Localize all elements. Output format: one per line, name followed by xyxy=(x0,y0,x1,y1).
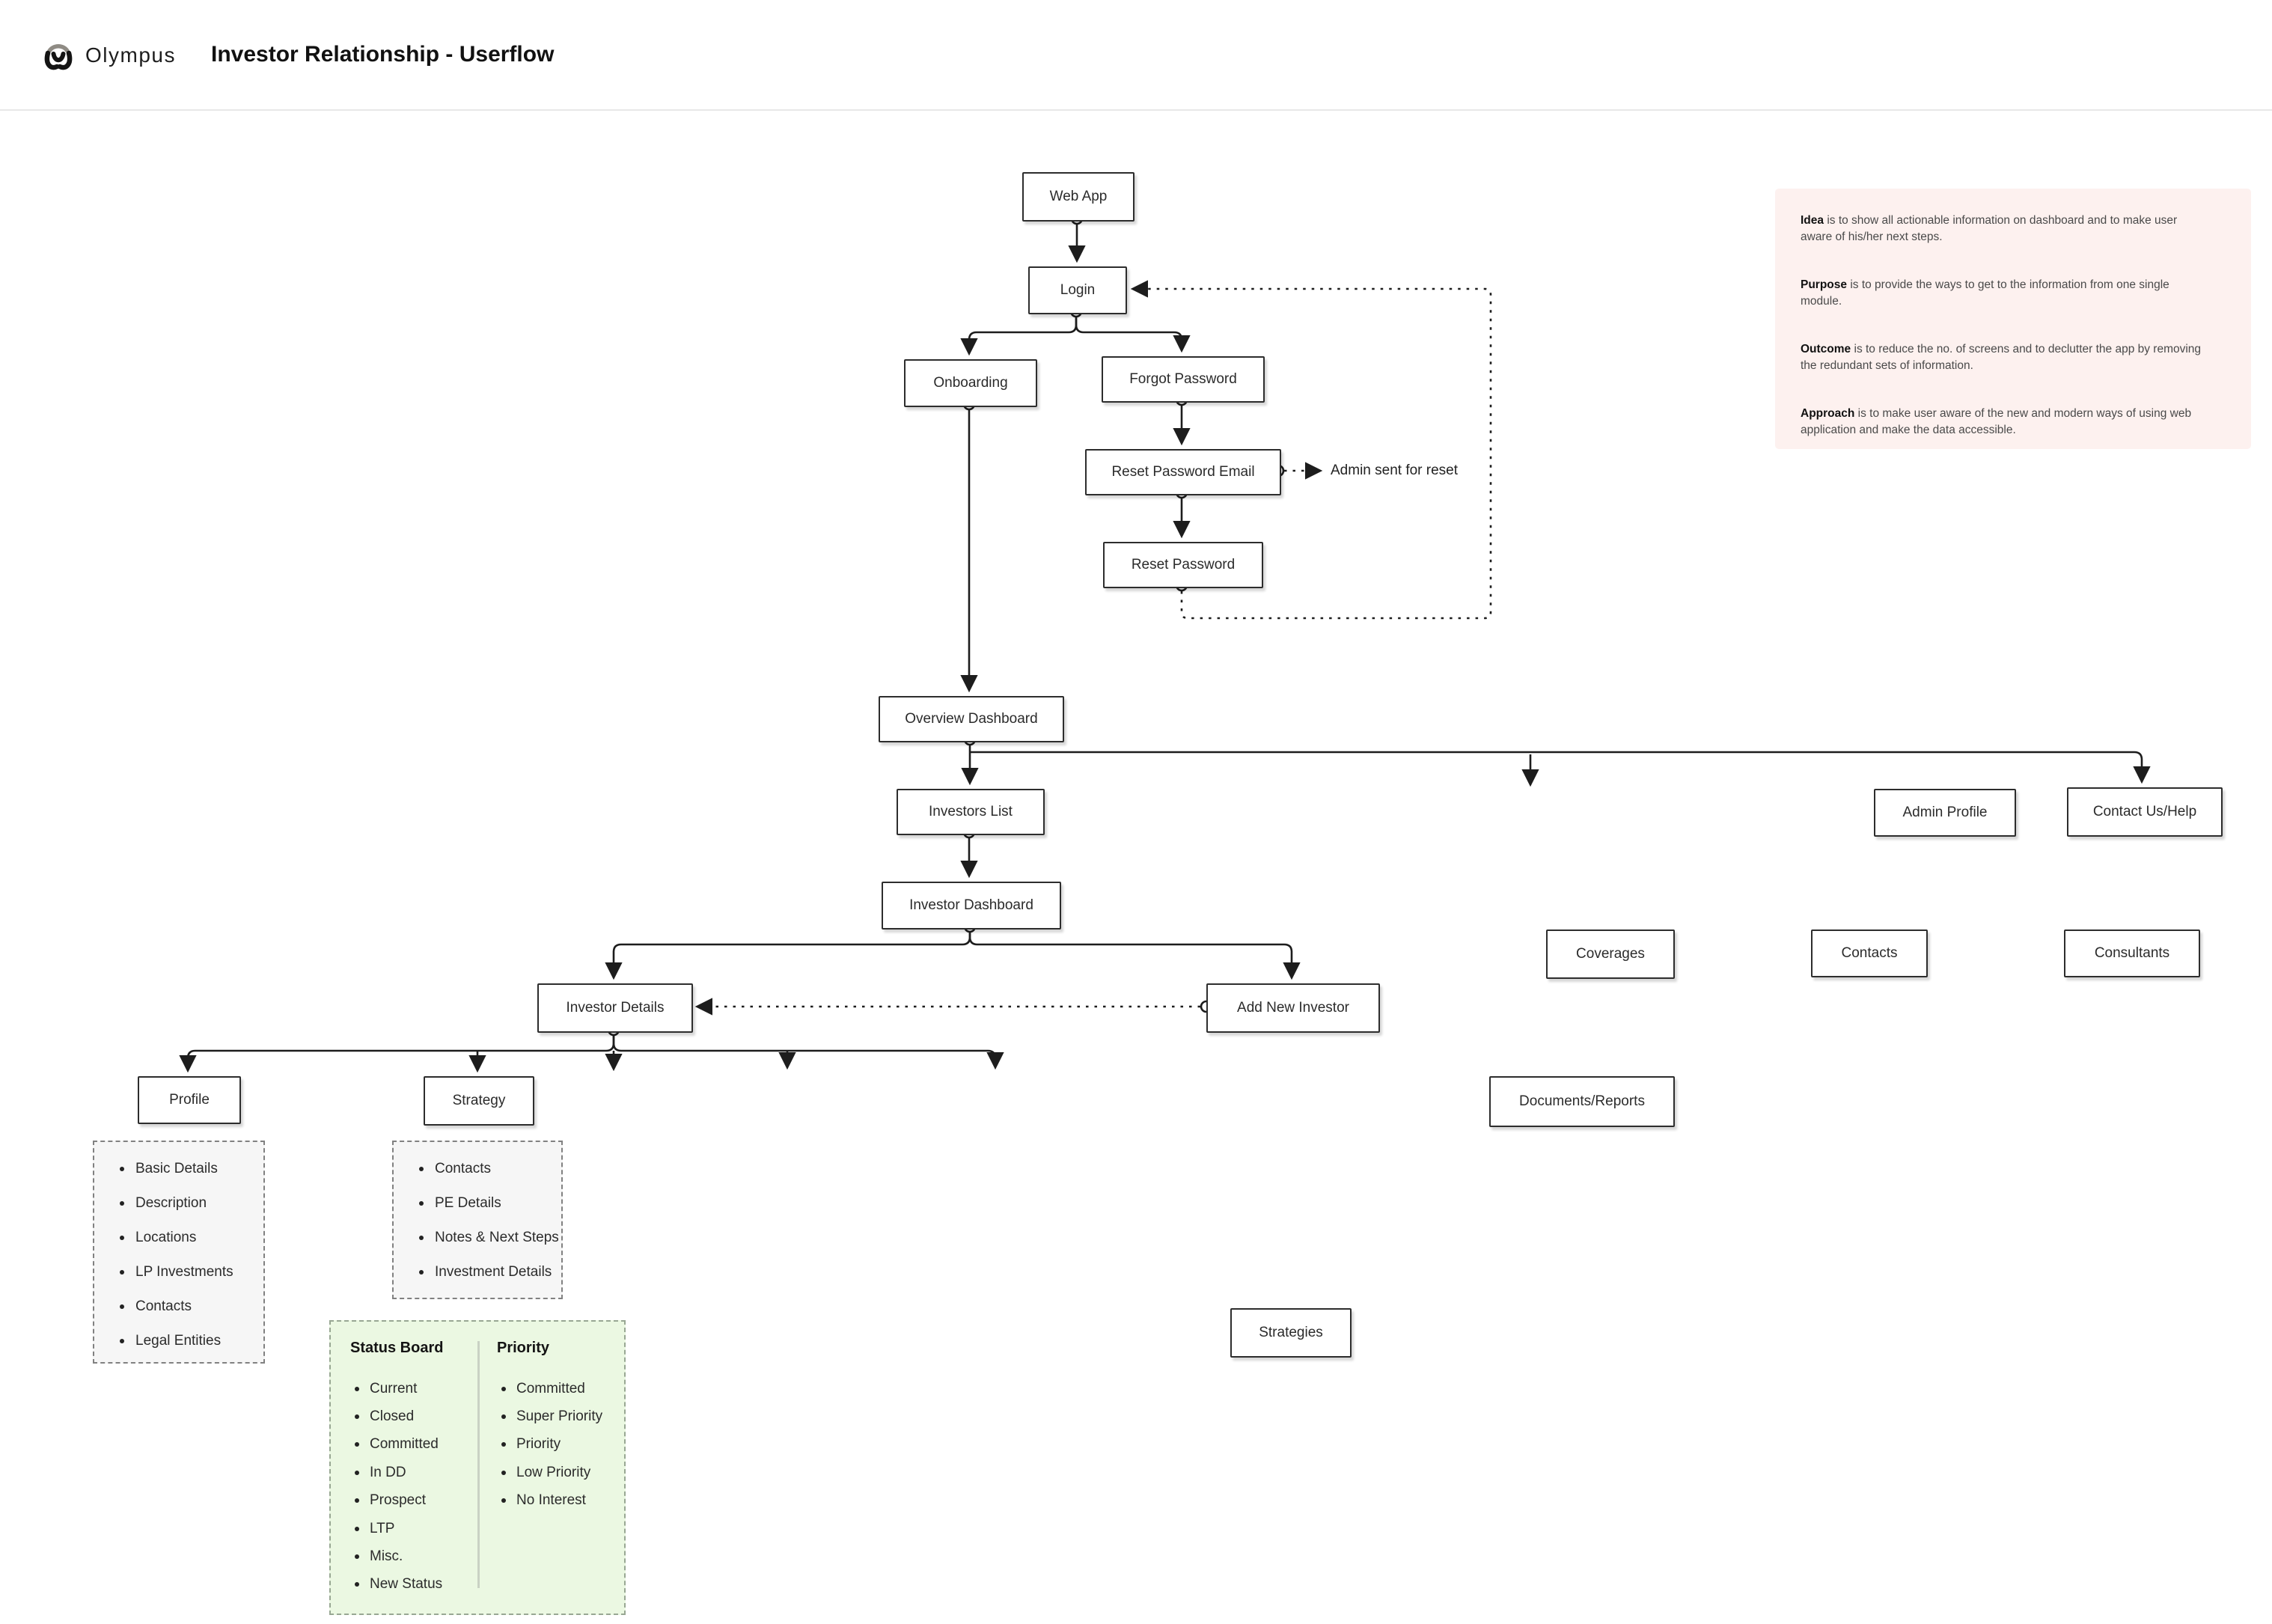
node-web-app[interactable]: Web App xyxy=(1022,172,1135,222)
page-title: Investor Relationship - Userflow xyxy=(211,42,555,67)
node-add-new-investor[interactable]: Add New Investor xyxy=(1206,983,1380,1033)
note-outcome: Outcome is to reduce the no. of screens … xyxy=(1801,343,2202,372)
node-consultants[interactable]: Consultants xyxy=(2064,929,2200,977)
list-item: Contacts xyxy=(94,1289,263,1324)
bullet-icon xyxy=(501,1470,506,1475)
bullet-icon xyxy=(120,1339,124,1343)
board-divider xyxy=(477,1341,480,1588)
note-approach: Approach is to make user aware of the ne… xyxy=(1801,407,2192,436)
bullet-icon xyxy=(501,1414,506,1420)
list-item: In DD xyxy=(350,1459,474,1486)
connector-investordetails-profile xyxy=(179,1030,615,1073)
bullet-icon xyxy=(419,1201,424,1206)
list-item: Misc. xyxy=(350,1542,474,1570)
node-overview-dashboard[interactable]: Overview Dashboard xyxy=(879,696,1064,742)
bullet-icon xyxy=(120,1270,124,1275)
bullet-icon xyxy=(120,1304,124,1309)
profile-details-list[interactable]: Basic Details Description Locations LP I… xyxy=(93,1141,265,1364)
node-forgot-password[interactable]: Forgot Password xyxy=(1102,356,1265,403)
bullet-icon xyxy=(419,1236,424,1240)
node-strategy[interactable]: Strategy xyxy=(424,1076,534,1126)
node-onboarding[interactable]: Onboarding xyxy=(904,359,1037,407)
status-board-column: Status Board Current Closed Committed In… xyxy=(350,1340,474,1599)
bullet-icon xyxy=(355,1526,359,1531)
list-item: Current xyxy=(350,1375,474,1402)
node-reset-password-email[interactable]: Reset Password Email xyxy=(1085,449,1281,495)
priority-column: Priority Committed Super Priority Priori… xyxy=(497,1340,620,1515)
connector-investordashboard-investordetails xyxy=(605,927,971,980)
list-item: Description xyxy=(94,1186,263,1221)
connector-login-onboarding xyxy=(960,311,1078,356)
list-item: Priority xyxy=(497,1431,620,1459)
list-item: Investment Details xyxy=(394,1255,561,1289)
bullet-icon xyxy=(355,1386,359,1391)
bullet-icon xyxy=(501,1386,506,1391)
priority-title: Priority xyxy=(497,1340,550,1356)
node-profile[interactable]: Profile xyxy=(138,1076,241,1124)
admin-sent-for-reset-label: Admin sent for reset xyxy=(1331,463,1459,478)
connector-investordashboard-addnewinvestor xyxy=(968,927,1301,980)
node-documents-reports[interactable]: Documents/Reports xyxy=(1489,1076,1675,1127)
bullet-icon xyxy=(120,1201,124,1206)
bullet-icon xyxy=(501,1442,506,1447)
node-investor-details[interactable]: Investor Details xyxy=(537,983,693,1033)
list-item: Locations xyxy=(94,1221,263,1255)
notes-panel[interactable]: Idea is to show all actionable informati… xyxy=(1775,189,2251,449)
node-login[interactable]: Login xyxy=(1028,266,1127,314)
node-admin-profile[interactable]: Admin Profile xyxy=(1874,789,2016,837)
list-item: Closed xyxy=(350,1402,474,1430)
app-header: Olympus Investor Relationship - Userflow xyxy=(0,0,2272,111)
list-item: LTP xyxy=(350,1515,474,1542)
node-reset-password[interactable]: Reset Password xyxy=(1103,542,1263,588)
bullet-icon xyxy=(120,1167,124,1171)
list-item: Super Priority xyxy=(497,1402,620,1430)
list-item: PE Details xyxy=(394,1186,561,1221)
bullet-icon xyxy=(355,1442,359,1447)
list-item: LP Investments xyxy=(94,1255,263,1289)
node-contacts[interactable]: Contacts xyxy=(1811,929,1928,977)
bullet-icon xyxy=(355,1470,359,1475)
bullet-icon xyxy=(355,1498,359,1504)
brand-name: Olympus xyxy=(85,43,176,67)
bullet-icon xyxy=(419,1167,424,1171)
list-item: Contacts xyxy=(394,1152,561,1186)
list-item: Low Priority xyxy=(497,1459,620,1486)
bullet-icon xyxy=(355,1554,359,1560)
node-investors-list[interactable]: Investors List xyxy=(897,789,1045,835)
status-board-title: Status Board xyxy=(350,1340,444,1356)
node-contact-us-help[interactable]: Contact Us/Help xyxy=(2067,787,2223,837)
list-item: Prospect xyxy=(350,1487,474,1515)
list-item: New Status xyxy=(350,1571,474,1599)
bullet-icon xyxy=(419,1270,424,1275)
bullet-icon xyxy=(355,1414,359,1420)
list-item: Committed xyxy=(497,1375,620,1402)
node-strategies[interactable]: Strategies xyxy=(1230,1308,1352,1358)
list-item: Basic Details xyxy=(94,1152,263,1186)
list-item: Legal Entities xyxy=(94,1324,263,1358)
list-item: Notes & Next Steps xyxy=(394,1221,561,1255)
node-coverages[interactable]: Coverages xyxy=(1546,929,1675,979)
connector-investordetails-right-stub xyxy=(612,1030,1004,1070)
note-idea: Idea is to show all actionable informati… xyxy=(1801,214,2178,243)
list-item: Committed xyxy=(350,1431,474,1459)
node-investor-dashboard[interactable]: Investor Dashboard xyxy=(882,882,1061,929)
connector-login-forgot-password xyxy=(1075,311,1191,353)
bullet-icon xyxy=(120,1236,124,1240)
status-priority-board[interactable]: Status Board Current Closed Committed In… xyxy=(329,1320,626,1615)
bullet-icon xyxy=(355,1582,359,1587)
connector-overview-contactus xyxy=(970,751,2151,784)
olympus-logo-icon xyxy=(44,43,73,70)
strategy-details-list[interactable]: Contacts PE Details Notes & Next Steps I… xyxy=(392,1141,563,1299)
list-item: No Interest xyxy=(497,1487,620,1515)
note-purpose: Purpose is to provide the ways to get to… xyxy=(1801,278,2169,308)
bullet-icon xyxy=(501,1498,506,1504)
